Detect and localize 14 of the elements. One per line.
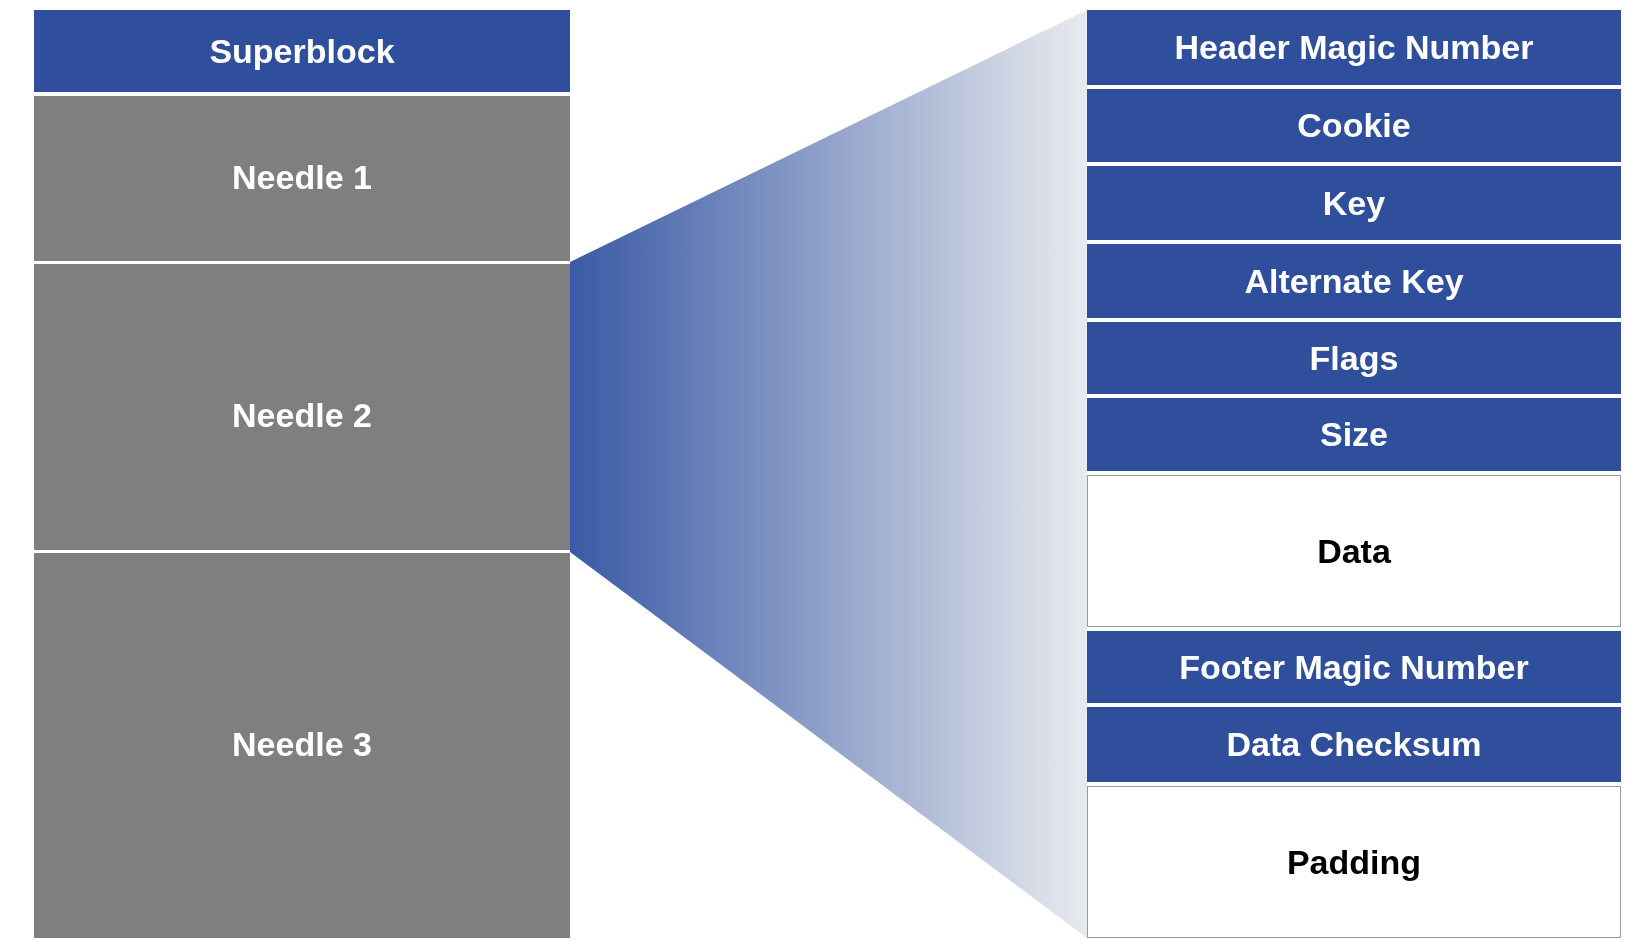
header-field: Flags	[1087, 322, 1621, 394]
header-field: Superblock	[34, 10, 570, 92]
needle-block: Needle 2	[34, 264, 570, 550]
needle-block: Needle 1	[34, 96, 570, 261]
needle-block: Needle 3	[34, 553, 570, 938]
header-field: Cookie	[1087, 89, 1621, 162]
data-field: Padding	[1087, 786, 1621, 938]
header-field: Size	[1087, 398, 1621, 471]
data-field: Data	[1087, 475, 1621, 627]
header-field: Key	[1087, 166, 1621, 240]
header-field: Alternate Key	[1087, 244, 1621, 318]
header-field: Header Magic Number	[1087, 10, 1621, 85]
header-field: Footer Magic Number	[1087, 631, 1621, 703]
header-field: Data Checksum	[1087, 707, 1621, 782]
